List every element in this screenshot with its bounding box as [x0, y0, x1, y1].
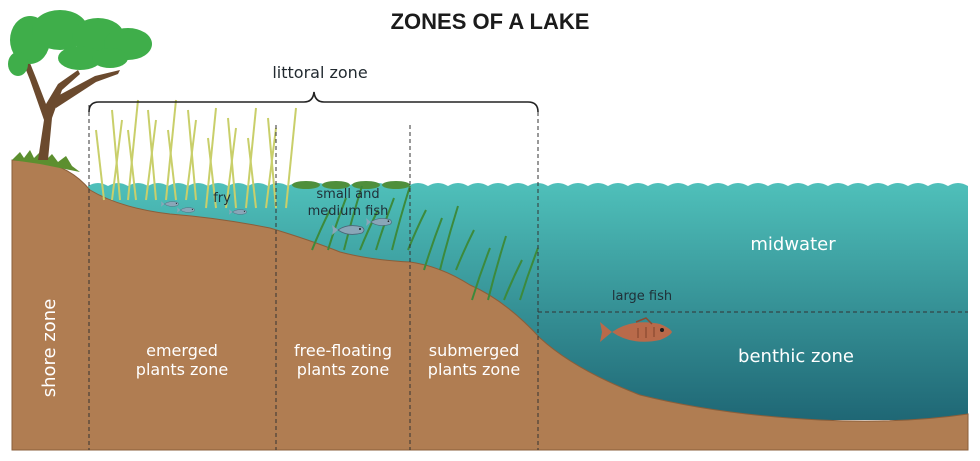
- reed-stem: [227, 117, 237, 209]
- emerged-zone-label-2: plants zone: [136, 360, 228, 379]
- submerged-plant-stem: [391, 185, 411, 251]
- submerged-plant-stem: [519, 247, 539, 301]
- reed-stem: [265, 127, 277, 209]
- fry-fish-icon: [161, 201, 247, 215]
- submerged-plant-stem: [487, 235, 507, 301]
- littoral-bracket: [88, 91, 539, 113]
- submerged-plant-stem: [407, 209, 427, 251]
- diagram-title: ZONES OF A LAKE: [391, 9, 590, 34]
- submerged-plant-stem: [439, 205, 459, 271]
- emerged-reeds: [95, 99, 297, 209]
- submerged-zone-label-2: plants zone: [428, 360, 520, 379]
- reed-stem: [187, 109, 197, 201]
- submerged-plant-stem: [455, 229, 475, 271]
- small-medium-fish-label-1: small and: [316, 187, 379, 202]
- submerged-plant-stem: [359, 209, 379, 251]
- submerged-plant-stem: [327, 197, 347, 251]
- reed-stem: [247, 137, 257, 209]
- reed-stem: [95, 129, 105, 201]
- submerged-plant-stem: [423, 217, 443, 271]
- reed-stem: [207, 137, 217, 209]
- reed-stem: [185, 119, 197, 201]
- midwater-label: midwater: [750, 234, 836, 255]
- submerged-plant-stem: [471, 247, 491, 301]
- lake-bed-soil: [11, 159, 969, 451]
- medium-fish-icon: [332, 218, 392, 235]
- submerged-zone-label-1: submerged: [429, 341, 520, 360]
- reed-stem: [111, 109, 121, 201]
- tree-icon: [8, 10, 152, 160]
- emerged-zone-label-1: emerged: [146, 341, 218, 360]
- large-fish-icon: [600, 317, 672, 342]
- reed-stem: [285, 107, 297, 209]
- reed-stem: [147, 109, 157, 201]
- reed-stem: [127, 99, 139, 201]
- benthic-zone-label: benthic zone: [738, 346, 854, 367]
- reed-stem: [167, 129, 177, 201]
- floating-zone-label-2: plants zone: [297, 360, 389, 379]
- littoral-zone-label: littoral zone: [272, 63, 367, 82]
- shore-zone-label: shore zone: [39, 299, 60, 398]
- small-medium-fish-label-2: medium fish: [308, 204, 389, 219]
- submerged-plant-stem: [503, 259, 523, 301]
- reed-stem: [225, 127, 237, 209]
- fry-label: fry: [213, 191, 231, 206]
- shore-grass: [12, 150, 80, 172]
- floating-zone-label-1: free-floating: [294, 341, 392, 360]
- large-fish-label: large fish: [612, 289, 672, 304]
- submerged-plants: [311, 185, 539, 301]
- reed-stem: [127, 129, 137, 201]
- submerged-plant-stem: [343, 185, 363, 251]
- submerged-plant-stem: [311, 209, 331, 251]
- reed-stem: [267, 117, 277, 209]
- floating-plants: [292, 181, 410, 189]
- reed-stem: [145, 119, 157, 201]
